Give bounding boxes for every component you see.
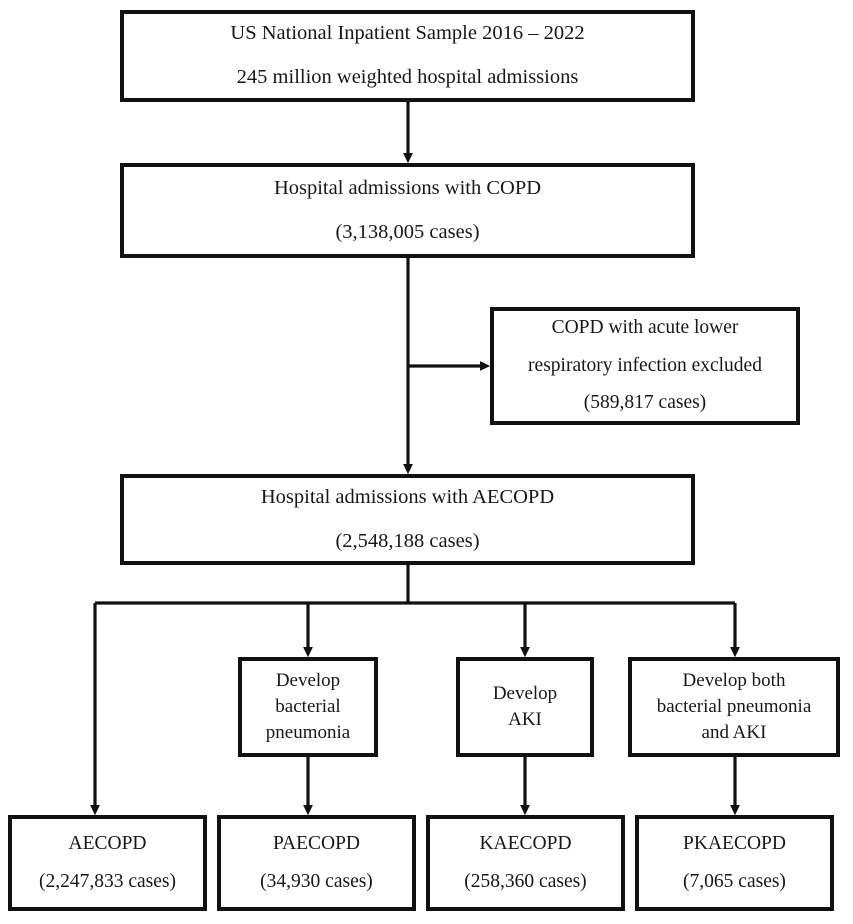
node-line: US National Inpatient Sample 2016 – 2022 xyxy=(230,22,585,45)
node-line: AKI xyxy=(508,709,542,730)
node-source-cohort[interactable]: US National Inpatient Sample 2016 – 2022… xyxy=(120,10,695,102)
node-line: Develop both xyxy=(682,670,786,692)
node-line: (589,817 cases) xyxy=(583,392,707,414)
node-line: respiratory infection excluded xyxy=(528,354,762,376)
node-line: (7,065 cases) xyxy=(683,870,786,892)
node-line: (34,930 cases) xyxy=(260,870,373,892)
node-line: Hospital admissions with COPD xyxy=(273,176,542,199)
node-outcome-pkaecopd[interactable]: PKAECOPD (7,065 cases) xyxy=(635,815,834,911)
node-outcome-kaecopd[interactable]: KAECOPD (258,360 cases) xyxy=(426,815,625,911)
node-line: PAECOPD xyxy=(272,833,361,855)
node-line: Hospital admissions with AECOPD xyxy=(260,485,555,508)
node-line: bacterial pneumonia xyxy=(656,696,812,718)
node-line: (2,548,188 cases) xyxy=(335,529,480,552)
node-line: KAECOPD xyxy=(479,833,572,855)
node-line: pneumonia xyxy=(265,721,351,743)
node-line: bacterial xyxy=(275,696,341,718)
node-line: PKAECOPD xyxy=(683,833,786,855)
node-line: and AKI xyxy=(701,721,767,743)
node-line: (2,247,833 cases) xyxy=(38,870,176,892)
node-excluded-lri[interactable]: COPD with acute lower respiratory infect… xyxy=(490,307,800,425)
node-develop-both[interactable]: Develop both bacterial pneumonia and AKI xyxy=(628,657,840,757)
node-develop-aki[interactable]: Develop AKI xyxy=(456,657,594,757)
node-copd-admissions[interactable]: Hospital admissions with COPD (3,138,005… xyxy=(120,163,695,258)
node-line: COPD with acute lower xyxy=(551,317,739,339)
node-line: 245 million weighted hospital admissions xyxy=(236,66,579,88)
node-line: (258,360 cases) xyxy=(464,870,587,892)
node-line: Develop xyxy=(492,683,558,705)
node-line: AECOPD xyxy=(68,833,147,855)
node-outcome-aecopd[interactable]: AECOPD (2,247,833 cases) xyxy=(8,815,207,911)
node-aecopd-admissions[interactable]: Hospital admissions with AECOPD (2,548,1… xyxy=(120,474,695,565)
node-outcome-paecopd[interactable]: PAECOPD (34,930 cases) xyxy=(217,815,416,911)
node-develop-bacterial-pneumonia[interactable]: Develop bacterial pneumonia xyxy=(238,657,378,757)
node-line: Develop xyxy=(275,670,341,692)
node-line: (3,138,005 cases) xyxy=(335,220,480,243)
